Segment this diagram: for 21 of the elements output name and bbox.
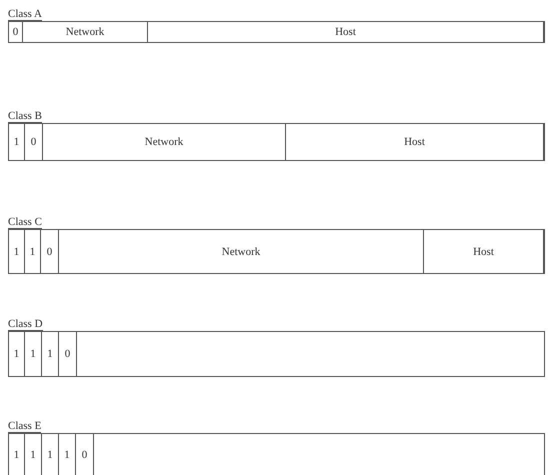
bit-field: 1 [42, 434, 59, 475]
bit-field: 0 [9, 22, 23, 42]
bit-field: 1 [9, 124, 25, 160]
bit-field: 0 [41, 230, 59, 273]
address-field: Host [148, 22, 544, 42]
bit-field: 1 [25, 332, 42, 376]
bit-field: 1 [9, 230, 25, 273]
bit-field: 0 [76, 434, 94, 475]
address-field: Host [424, 230, 544, 273]
bit-field: 1 [42, 332, 59, 376]
bit-field: 1 [9, 332, 25, 376]
address-field: Network [59, 230, 424, 273]
bit-field: 1 [9, 434, 25, 475]
address-field: Host [286, 124, 544, 160]
address-field: Network [23, 22, 148, 42]
address-field: Network [43, 124, 286, 160]
bit-field: 0 [25, 124, 43, 160]
bit-field: 1 [59, 434, 76, 475]
bit-field: 0 [59, 332, 77, 376]
bit-field: 1 [25, 434, 42, 475]
bit-field: 1 [25, 230, 41, 273]
